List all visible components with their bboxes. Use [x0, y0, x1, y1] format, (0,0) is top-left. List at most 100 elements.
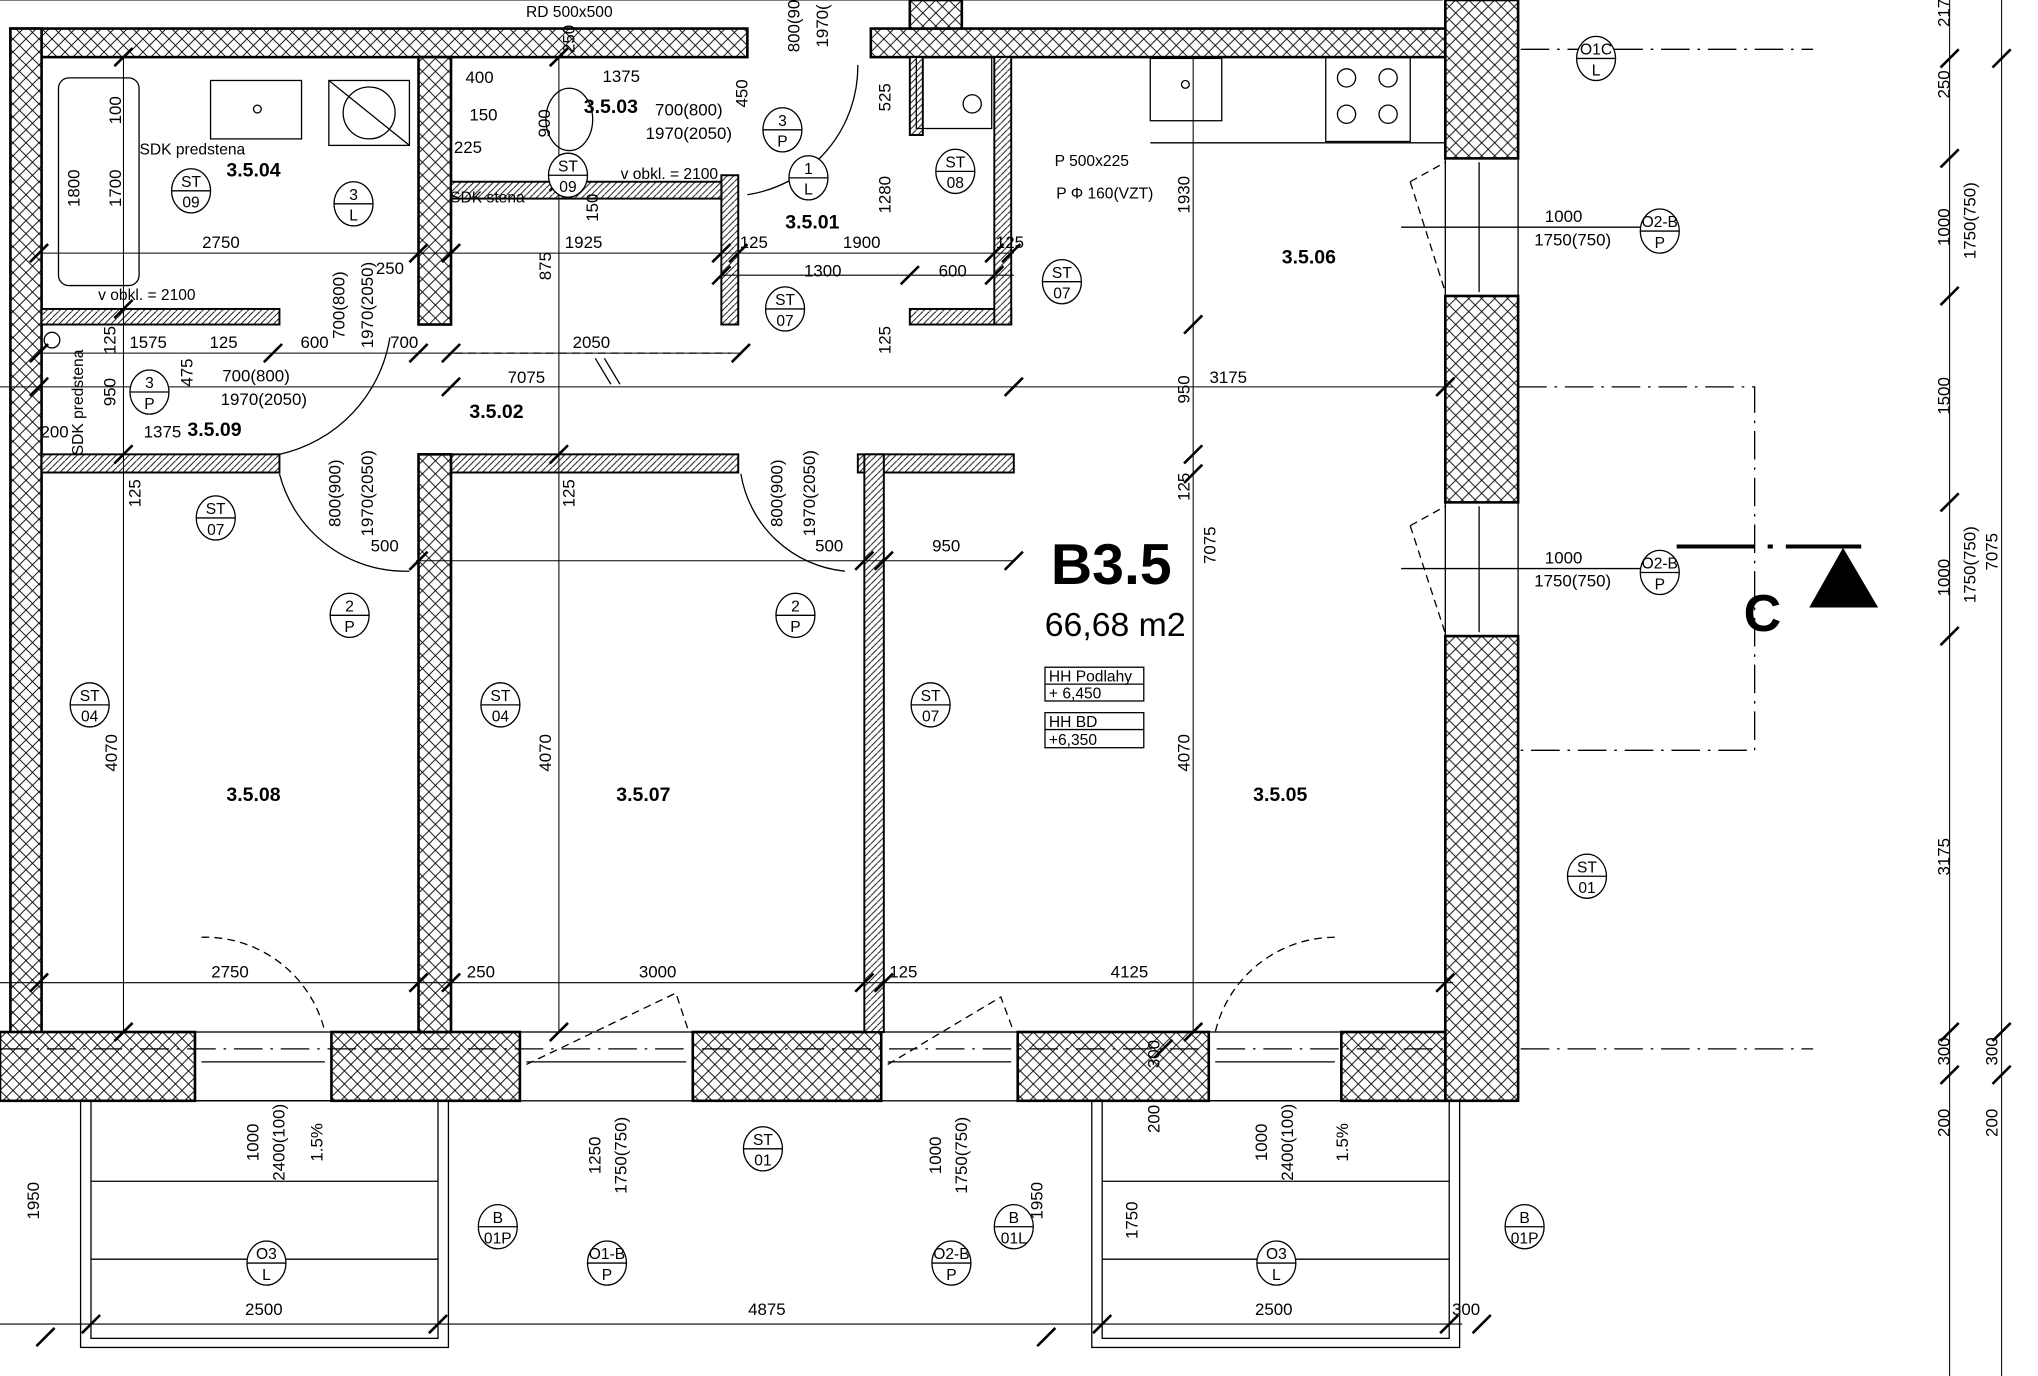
- opening-size: 1000: [244, 1124, 263, 1162]
- annotation: v obkl. = 2100: [98, 287, 196, 304]
- dimension-value: 1750(750): [1961, 182, 1980, 259]
- tag-top: 2: [345, 598, 354, 615]
- tag-top: O1C: [1580, 42, 1612, 59]
- dimension-value: 4070: [1174, 734, 1193, 772]
- dimension-value: 125: [740, 233, 768, 252]
- bathtub: [57, 77, 140, 287]
- dimension-value: 200: [1983, 1109, 2002, 1137]
- dimension-value: 3175: [1209, 368, 1247, 387]
- tag-top: ST: [1052, 265, 1072, 282]
- dimension-value: 1280: [875, 176, 894, 214]
- tag-bottom: 07: [922, 709, 939, 726]
- dimension-value: 2500: [245, 1300, 283, 1319]
- annotation: P Φ 160(VZT): [1056, 186, 1153, 203]
- tag-bottom: L: [1272, 1267, 1281, 1284]
- dimension-value: 125: [875, 326, 894, 354]
- dimension-value: 2750: [202, 233, 240, 252]
- opening-size: 700(800): [655, 101, 723, 120]
- opening-size: 1750(750): [952, 1117, 971, 1194]
- annotation: SDK predstena: [140, 141, 246, 158]
- exterior-walls: [0, 0, 1520, 1103]
- dimension-value: 7075: [508, 368, 546, 387]
- opening-size: 2400(100): [1278, 1104, 1297, 1181]
- dimension-value: 250: [559, 25, 578, 53]
- reference-tag: 3P: [762, 107, 803, 153]
- room-label: 3.5.09: [187, 419, 241, 441]
- dimension-value: 125: [1174, 473, 1193, 501]
- dimension-value: 1300: [804, 262, 842, 281]
- dimension-value: 4070: [102, 734, 121, 772]
- dimension-value: 1925: [565, 233, 603, 252]
- opening-size: 1000: [1545, 207, 1583, 226]
- reference-tag: O3L: [1256, 1240, 1297, 1286]
- dimension-value: 125: [889, 962, 917, 981]
- tag-top: O3: [256, 1246, 277, 1263]
- tag-top: ST: [490, 688, 510, 705]
- room-label: 3.5.01: [785, 211, 839, 233]
- dimension-value: 600: [939, 262, 967, 281]
- opening-size: 1970(: [813, 4, 832, 48]
- openings: [194, 64, 1519, 1102]
- tag-bottom: P: [602, 1267, 612, 1284]
- dimension-value: 125: [125, 479, 144, 507]
- tag-top: 3: [349, 187, 358, 204]
- tag-top: ST: [775, 292, 795, 309]
- room-label: 3.5.07: [616, 784, 670, 806]
- tag-bottom: L: [349, 208, 358, 225]
- tag-bottom: 01P: [1511, 1231, 1539, 1248]
- dimension-value: 2750: [211, 962, 249, 981]
- opening-size: 1000: [926, 1137, 945, 1175]
- dimension-value: 2050: [573, 333, 611, 352]
- dimension-value: 1000: [1935, 208, 1954, 246]
- unit-name: B3.5: [1051, 533, 1172, 597]
- tag-bottom: 01L: [1001, 1231, 1027, 1248]
- reference-tag: 3P: [129, 369, 170, 415]
- dimension-value: 875: [536, 252, 555, 280]
- reference-tag: O2-BP: [931, 1240, 972, 1286]
- room-label: 3.5.03: [584, 96, 638, 118]
- tag-top: ST: [181, 174, 201, 191]
- tag-bottom: L: [262, 1267, 271, 1284]
- tag-top: ST: [921, 688, 941, 705]
- opening-size: 1970(2050): [358, 450, 377, 536]
- annotation: SDK stena: [450, 190, 525, 207]
- tag-bottom: P: [790, 619, 800, 636]
- room-label: 3.5.08: [226, 784, 280, 806]
- dimension-value: 1950: [24, 1182, 43, 1220]
- tag-top: B: [493, 1210, 503, 1227]
- opening-size: 700(800): [222, 367, 290, 386]
- section-arrow-icon: [1809, 547, 1879, 608]
- tag-bottom: P: [1655, 235, 1665, 252]
- dimension-value: 125: [209, 333, 237, 352]
- dimension-value: 1000: [1935, 559, 1954, 597]
- level-box-floor: HH Podlahy + 6,450: [1044, 666, 1145, 702]
- dimension-value: 300: [1935, 1037, 1954, 1065]
- tag-top: ST: [753, 1132, 773, 1149]
- dimension-value: 1930: [1174, 176, 1193, 214]
- tag-top: ST: [80, 688, 100, 705]
- opening-size: 800(900): [767, 460, 786, 528]
- tag-bottom: P: [344, 619, 354, 636]
- dimension-value: 1900: [843, 233, 881, 252]
- dimension-value: 125: [996, 233, 1024, 252]
- opening-size: 800(900): [326, 460, 345, 528]
- room-label: 3.5.02: [469, 401, 523, 423]
- tag-top: 2: [791, 598, 800, 615]
- tag-bottom: P: [946, 1267, 956, 1284]
- opening-size: 1970(2050): [358, 262, 377, 348]
- dimension-value: 125: [101, 326, 120, 354]
- tag-top: O3: [1266, 1246, 1287, 1263]
- dimension-value: 400: [466, 68, 494, 87]
- opening-size: 1970(2050): [646, 124, 732, 143]
- tag-top: O2-B: [1642, 214, 1678, 231]
- level-value: +6,350: [1049, 732, 1097, 749]
